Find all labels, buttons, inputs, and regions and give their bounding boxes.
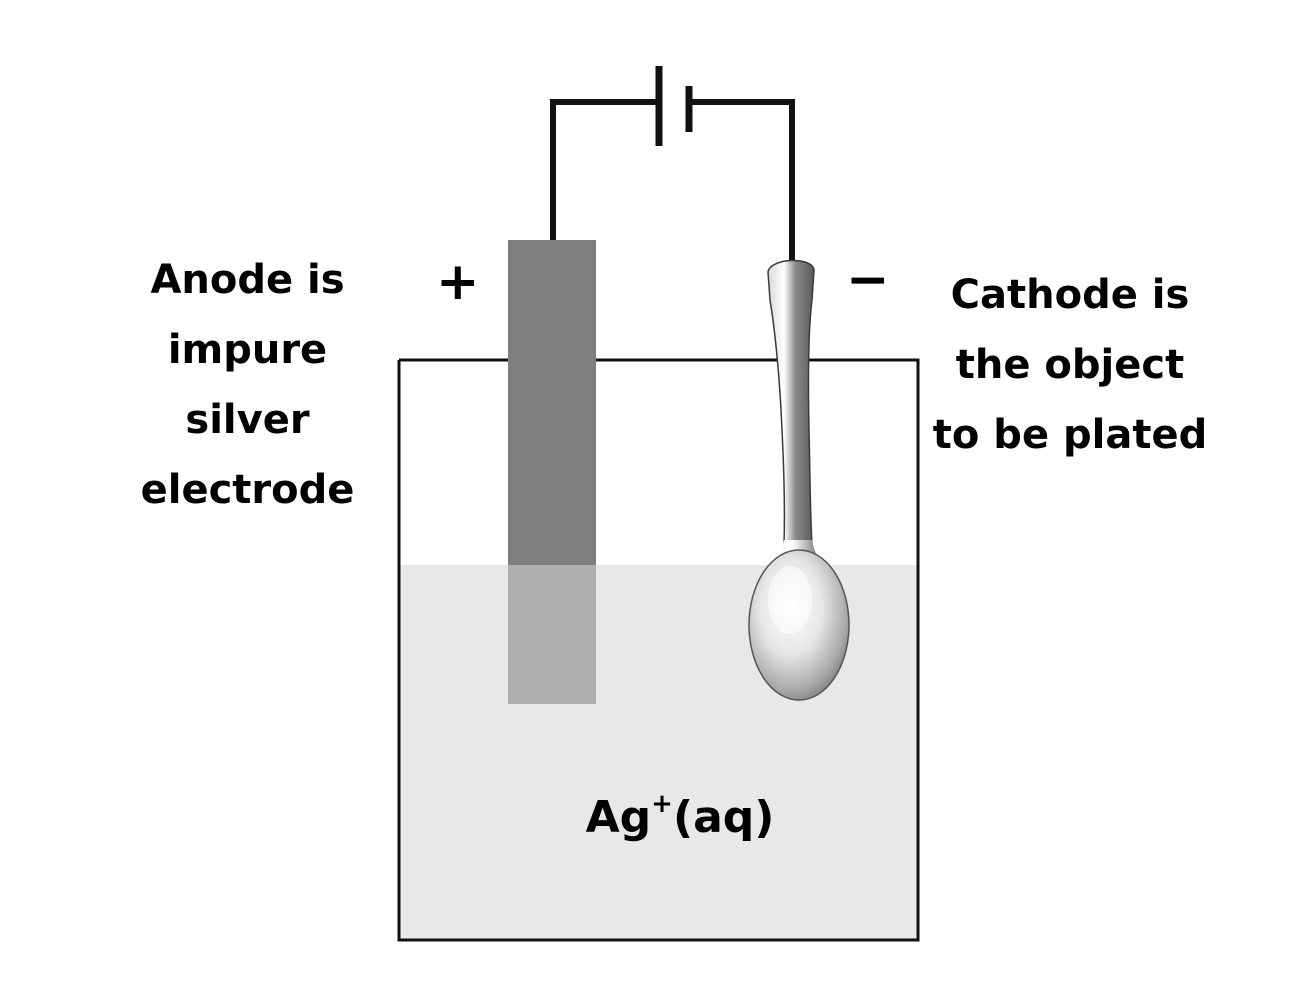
electrolyte-ion: Ag	[585, 792, 652, 843]
anode-rod-overlap	[508, 356, 596, 364]
electrolyte-formula: Ag+(aq)	[560, 788, 800, 848]
anode-description-line: electrode	[140, 467, 355, 513]
cathode-description-line: the object	[955, 342, 1185, 388]
cathode-negative-sign: −	[846, 250, 890, 310]
electrolyte-state: (aq)	[672, 792, 775, 843]
anode-rod	[508, 240, 596, 565]
electrolyte-charge: +	[651, 789, 673, 819]
anode-positive-sign: +	[436, 252, 480, 312]
anode-description-line: silver	[185, 397, 310, 443]
cathode-description: Cathode is the object to be plated	[925, 260, 1215, 470]
anode-description: Anode is impure silver electrode	[120, 245, 375, 525]
spoon-cathode	[748, 259, 850, 701]
anode-description-line: impure	[167, 327, 328, 373]
spoon-bowl-highlight	[768, 566, 812, 634]
anode-rod-submerged	[508, 565, 596, 704]
anode-description-line: Anode is	[150, 257, 345, 303]
cathode-description-line: to be plated	[932, 412, 1208, 458]
spoon-handle	[767, 259, 815, 546]
circuit-wire-left	[550, 99, 659, 240]
beaker-outline	[397, 358, 920, 942]
circuit-wire-right	[689, 99, 795, 262]
cathode-description-line: Cathode is	[950, 272, 1190, 318]
